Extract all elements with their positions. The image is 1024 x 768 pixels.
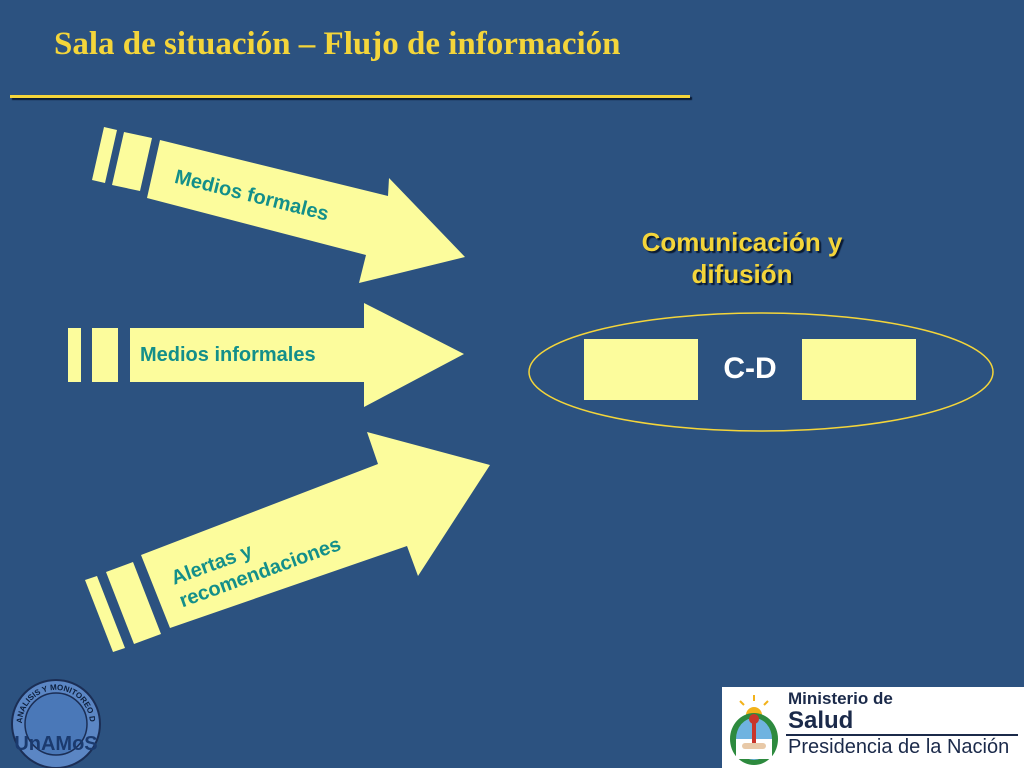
arrow-stripe-1 [92, 127, 117, 183]
arrow-medios-informales [68, 303, 464, 407]
arrow-body [130, 303, 464, 407]
coat-of-arms-icon [730, 695, 778, 765]
title-underline [10, 95, 690, 98]
arrow-alertas-recomendaciones [85, 432, 490, 652]
arrow-body [141, 432, 490, 628]
ministerio-text: Ministerio de [788, 689, 893, 708]
ministerio-salud-logo: Ministerio de Salud Presidencia de la Na… [722, 687, 1024, 768]
communication-ellipse [528, 312, 994, 432]
salud-text: Salud [788, 707, 854, 734]
arrow-stripe-2 [92, 328, 118, 382]
pike-icon [752, 719, 756, 745]
arrow-label-medios-informales: Medios informales [140, 344, 316, 366]
cap-icon [749, 714, 759, 724]
hands-icon [742, 743, 766, 749]
node-title-line-2: difusión [691, 259, 793, 289]
arrow-stripe-1 [85, 576, 125, 652]
node-title-line-1: Comunicación y [641, 227, 843, 257]
arrow-stripe-1 [68, 328, 81, 382]
seal-inner-ring [24, 692, 88, 756]
cd-label: C-D [723, 352, 777, 385]
arrow-body [147, 140, 465, 283]
arrow-medios-formales [92, 127, 465, 283]
unamos-seal: UNIDAD DE ANALISIS Y MONITOREO DE LA SAL… [0, 0, 101, 768]
cd-box-right [802, 339, 916, 400]
node-title: Comunicación y difusión [600, 226, 884, 290]
cd-box-left [584, 339, 698, 400]
arrow-stripe-2 [112, 132, 152, 191]
logo-divider [786, 734, 1018, 736]
seal-name: UnAMoS [14, 733, 97, 755]
slide-title: Sala de situación – Flujo de información [54, 26, 621, 62]
arrow-stripe-2 [106, 562, 161, 644]
seal-ring-text: UNIDAD DE ANALISIS Y MONITOREO DE LA SAL… [0, 0, 97, 724]
presidencia-text: Presidencia de la Nación [788, 736, 1010, 758]
